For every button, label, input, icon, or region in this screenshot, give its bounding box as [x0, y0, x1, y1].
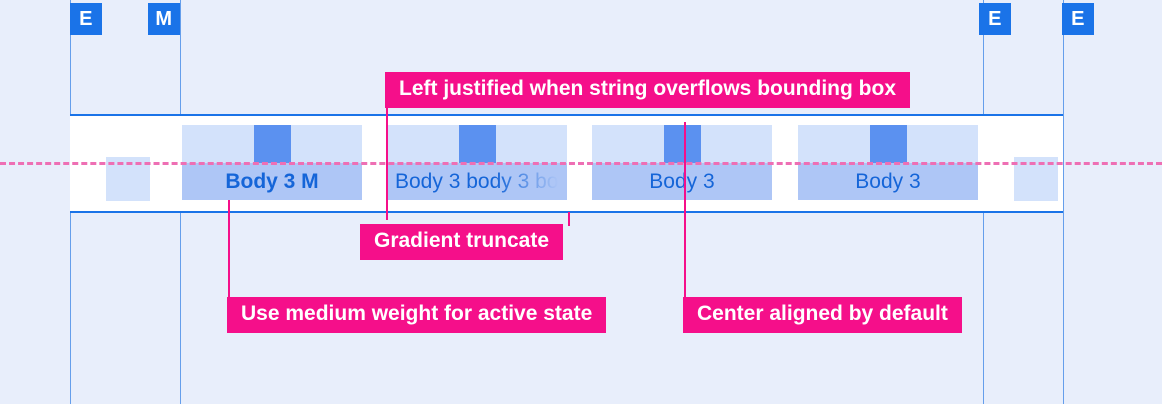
tab-icon-glyph-icon: [254, 125, 291, 163]
tab-cell-icon-area: [387, 125, 567, 163]
tab-cell-label: Body 3 body 3 body 3: [395, 170, 567, 193]
tab-cell-label-box: Body 3 M: [182, 163, 362, 200]
annotation-medium-weight-leader-line: [228, 200, 230, 297]
tab-cell-icon-area: [182, 125, 362, 163]
annotation-left-justified-leader-line: [386, 108, 388, 220]
annotation-left-justified: Left justified when string overflows bou…: [385, 72, 910, 108]
tab-cell-icon-area: [592, 125, 772, 163]
tab-cell-overflow[interactable]: Body 3 body 3 body 3: [387, 125, 567, 200]
spacing-badge-e-left-outer: E: [70, 3, 102, 35]
annotation-gradient-truncate: Gradient truncate: [360, 224, 564, 260]
tab-cell-icon-area: [798, 125, 978, 163]
tab-cell-label: Body 3: [649, 170, 715, 193]
guide-right-outer: [1063, 0, 1064, 404]
tab-cell-label: Body 3 M: [225, 170, 319, 193]
tab-icon-glyph-icon: [664, 125, 701, 163]
tab-cell-label-box: Body 3: [592, 163, 772, 200]
tab-icon-glyph-icon: [870, 125, 907, 163]
annotation-center-aligned: Center aligned by default: [683, 297, 962, 333]
tab-cell-label: Body 3: [855, 170, 921, 193]
tab-cell-default-2[interactable]: Body 3: [798, 125, 978, 200]
spacing-badge-m-left-inner: M: [148, 3, 180, 35]
spacing-badge-e-right-inner: E: [979, 3, 1011, 35]
tab-cell-label-box: Body 3 body 3 body 3: [387, 163, 567, 200]
tab-icon-glyph-icon: [459, 125, 496, 163]
tab-cell-label-box: Body 3: [798, 163, 978, 200]
spacing-badge-e-right-outer: E: [1062, 3, 1094, 35]
annotation-center-aligned-leader-line: [684, 122, 686, 297]
annotation-gradient-truncate-leader-line: [568, 212, 570, 226]
tab-cell-default-1[interactable]: Body 3: [592, 125, 772, 200]
annotation-medium-weight: Use medium weight for active state: [227, 297, 607, 333]
tab-cell-active[interactable]: Body 3 M: [182, 125, 362, 200]
baseline-guide: [0, 162, 1162, 165]
